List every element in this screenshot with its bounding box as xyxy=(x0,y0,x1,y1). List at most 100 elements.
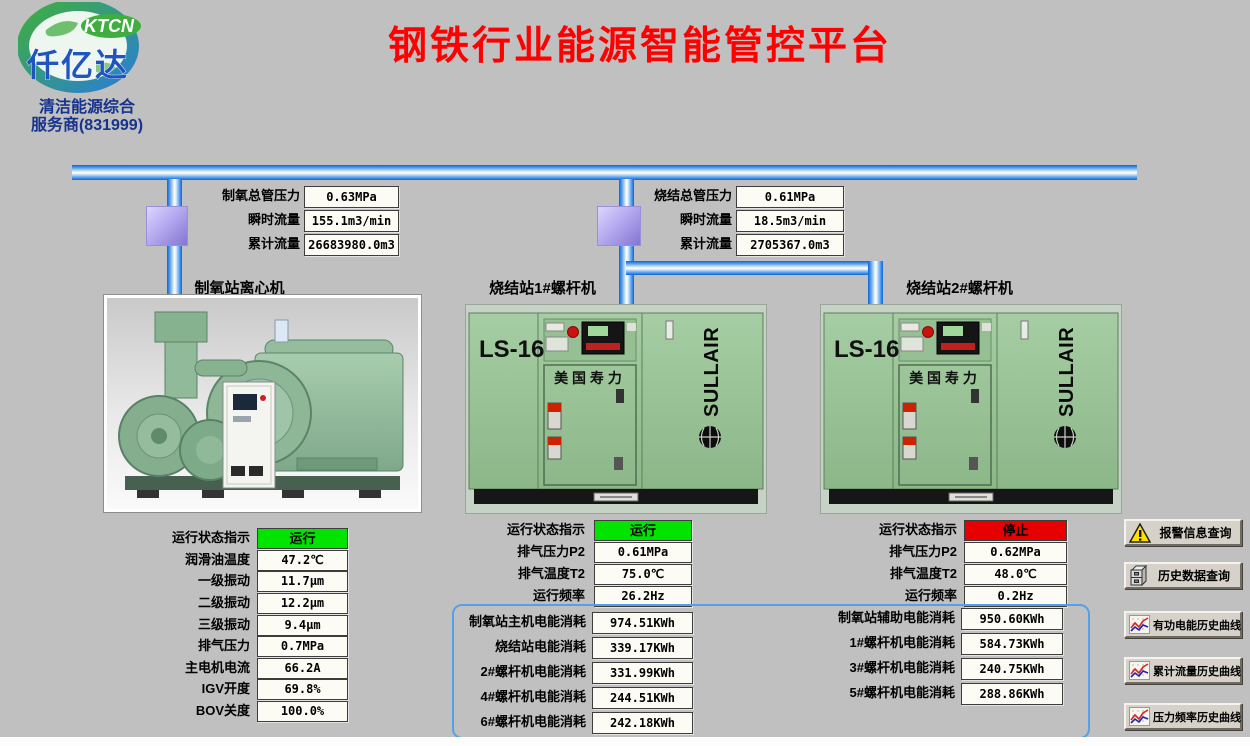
screw1-state-value: 运行 xyxy=(594,520,692,541)
active-energy-history-button[interactable]: 有功电能历史曲线 xyxy=(1124,611,1242,638)
company-logo: KTCN 仟亿达 xyxy=(18,2,141,93)
oxygen-total-value: 26683980.0m3 xyxy=(304,234,399,256)
logo-brand-cn: 仟亿达 xyxy=(26,47,129,83)
energy-right-0-value: 950.60KWh xyxy=(961,608,1063,630)
energy-right-3-value: 288.86KWh xyxy=(961,683,1063,705)
screw1-frequency-value: 26.2Hz xyxy=(594,586,692,607)
igv-opening-value: 69.8% xyxy=(257,679,348,700)
oxygen-pressure-value: 0.63MPa xyxy=(304,186,399,208)
screw2-temp-label: 排气温度T2 xyxy=(889,566,957,581)
screw1-pressure-value: 0.61MPa xyxy=(594,542,692,563)
machine-name-screw1: 烧结站1#螺杆机 xyxy=(489,280,596,297)
exhaust-pressure-value: 0.7MPa xyxy=(257,636,348,657)
screw1-frequency-label: 运行频率 xyxy=(532,588,585,603)
sinter-flow-value: 18.5m3/min xyxy=(736,210,844,232)
warning-icon xyxy=(1129,522,1151,543)
active-energy-history-label: 有功电能历史曲线 xyxy=(1153,619,1241,632)
globe-icon xyxy=(18,2,141,93)
energy-left-0-value: 974.51KWh xyxy=(592,612,693,634)
archive-icon xyxy=(1130,565,1148,586)
igv-opening-label: IGV开度 xyxy=(201,681,250,696)
energy-right-3-label: 5#螺杆机电能消耗 xyxy=(849,685,955,700)
energy-left-2-label: 2#螺杆机电能消耗 xyxy=(480,664,586,679)
sinter-total-value: 2705367.0m3 xyxy=(736,234,844,256)
centrifugal-state-value: 运行 xyxy=(257,528,348,549)
machine-name-screw2: 烧结站2#螺杆机 xyxy=(906,280,1013,297)
energy-left-2-value: 331.99KWh xyxy=(592,662,693,684)
screw1-state-label: 运行状态指示 xyxy=(506,522,585,537)
energy-right-1-value: 584.73KWh xyxy=(961,633,1063,655)
brand-cn-label: 美 国 寿 力 xyxy=(909,370,977,386)
sinter2-branch-pipe-vertical xyxy=(868,261,883,307)
screw2-pressure-label: 排气压力P2 xyxy=(889,544,957,559)
energy-left-1-value: 339.17KWh xyxy=(592,637,693,659)
brand-label: SULLAIR xyxy=(1056,327,1078,417)
oxygen-flow-label: 瞬时流量 xyxy=(247,212,300,227)
logo-tagline-line1: 清洁能源综合 xyxy=(38,99,135,116)
brand-label: SULLAIR xyxy=(701,327,723,417)
bov-closing-value: 100.0% xyxy=(257,701,348,722)
model-label: LS-16 xyxy=(834,336,899,363)
sinter-pressure-label: 烧结总管压力 xyxy=(653,188,732,203)
page-title: 钢铁行业能源智能管控平台 xyxy=(387,25,892,68)
trend-icon xyxy=(1129,661,1150,680)
screw2-frequency-value: 0.2Hz xyxy=(964,586,1067,607)
total-flow-history-button[interactable]: 累计流量历史曲线 xyxy=(1124,657,1242,684)
machine-name-centrifugal: 制氧站离心机 xyxy=(194,280,285,297)
oxygen-pressure-label: 制氧总管压力 xyxy=(221,188,300,203)
logo-brand-en: KTCN xyxy=(84,16,135,36)
vibration1-value: 11.7μm xyxy=(257,571,348,592)
energy-left-4-label: 6#螺杆机电能消耗 xyxy=(480,714,586,729)
motor-current-label: 主电机电流 xyxy=(184,660,250,675)
centrifugal-state-label: 运行状态指示 xyxy=(171,530,250,545)
energy-left-1-label: 烧结站电能消耗 xyxy=(494,639,586,654)
sullair-globe-icon xyxy=(1054,426,1076,448)
centrifugal-compressor-image xyxy=(103,294,422,513)
screw1-temp-value: 75.0℃ xyxy=(594,564,692,585)
energy-left-3-label: 4#螺杆机电能消耗 xyxy=(480,689,586,704)
history-data-query-button[interactable]: 历史数据查询 xyxy=(1124,562,1242,589)
energy-right-1-label: 1#螺杆机电能消耗 xyxy=(849,635,955,650)
energy-right-0-label: 制氧站辅助电能消耗 xyxy=(837,610,955,625)
pressure-frequency-history-button[interactable]: 压力频率历史曲线 xyxy=(1124,703,1242,730)
bottom-strip xyxy=(0,737,1250,746)
energy-right-2-label: 3#螺杆机电能消耗 xyxy=(849,660,955,675)
vibration1-label: 一级振动 xyxy=(197,573,250,588)
oxygen-flow-value: 155.1m3/min xyxy=(304,210,399,232)
energy-left-0-label: 制氧站主机电能消耗 xyxy=(468,614,586,629)
brand-cn-label: 美 国 寿 力 xyxy=(554,370,622,386)
oxygen-flow-sensor-block xyxy=(146,206,188,246)
screw2-temp-value: 48.0℃ xyxy=(964,564,1067,585)
vibration3-label: 三级振动 xyxy=(197,617,250,632)
sinter2-branch-pipe-horizontal xyxy=(626,261,879,275)
screw1-pressure-label: 排气压力P2 xyxy=(517,544,585,559)
model-label: LS-16 xyxy=(479,336,544,363)
sinter-pressure-value: 0.61MPa xyxy=(736,186,844,208)
alarm-info-query-button[interactable]: 报警信息查询 xyxy=(1124,519,1242,546)
motor-current-value: 66.2A xyxy=(257,658,348,679)
screw2-state-value: 停止 xyxy=(964,520,1067,541)
screw2-pressure-value: 0.62MPa xyxy=(964,542,1067,563)
energy-right-2-value: 240.75KWh xyxy=(961,658,1063,680)
oil-temp-label: 润滑油温度 xyxy=(184,552,250,567)
screw-compressor-2-image: LS-16 美 国 寿 力 SULLAIR xyxy=(820,304,1122,514)
sinter-flow-label: 瞬时流量 xyxy=(679,212,732,227)
logo-tagline-line2: 服务商(831999) xyxy=(30,117,144,134)
bov-closing-label: BOV关度 xyxy=(195,703,250,718)
history-data-query-label: 历史数据查询 xyxy=(1157,569,1230,583)
vibration3-value: 9.4μm xyxy=(257,615,348,636)
main-header-pipe xyxy=(72,165,1137,180)
trend-icon xyxy=(1129,707,1150,726)
total-flow-history-label: 累计流量历史曲线 xyxy=(1153,665,1241,678)
alarm-info-query-label: 报警信息查询 xyxy=(1159,526,1232,540)
energy-left-3-value: 244.51KWh xyxy=(592,687,693,709)
sullair-globe-icon xyxy=(699,426,721,448)
screw1-temp-label: 排气温度T2 xyxy=(517,566,585,581)
exhaust-pressure-label: 排气压力 xyxy=(197,638,250,653)
trend-icon xyxy=(1129,615,1150,634)
screw2-state-label: 运行状态指示 xyxy=(878,522,957,537)
pressure-frequency-history-label: 压力频率历史曲线 xyxy=(1153,711,1241,724)
sinter-total-label: 累计流量 xyxy=(679,236,732,251)
sinter-flow-sensor-block xyxy=(597,206,641,246)
